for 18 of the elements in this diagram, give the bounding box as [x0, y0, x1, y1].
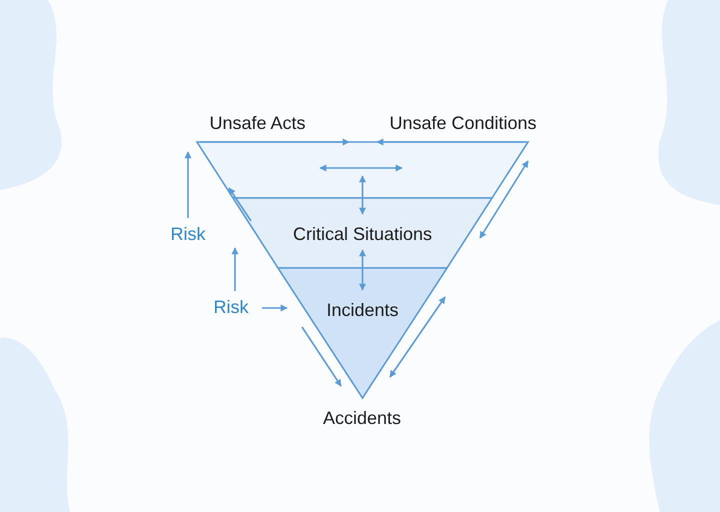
arrow — [359, 175, 366, 215]
band-label: Incidents — [325, 300, 400, 320]
arrow — [232, 247, 238, 291]
arrow — [359, 249, 366, 291]
stage-label: Unsafe Conditions — [388, 113, 538, 133]
risk-label: Risk — [212, 297, 250, 317]
arrow — [376, 138, 525, 146]
funnel-band — [233, 198, 492, 268]
arrow — [479, 160, 529, 239]
funnel-tip — [278, 268, 447, 398]
stage-label: Accidents — [322, 408, 402, 428]
arrow — [200, 138, 350, 146]
band-label: Critical Situations — [292, 224, 434, 244]
arrow — [262, 304, 288, 312]
arrow — [184, 151, 192, 218]
risk-label: Risk — [170, 224, 206, 244]
funnel-band — [197, 142, 528, 198]
stage-label: Unsafe Acts — [208, 113, 307, 133]
